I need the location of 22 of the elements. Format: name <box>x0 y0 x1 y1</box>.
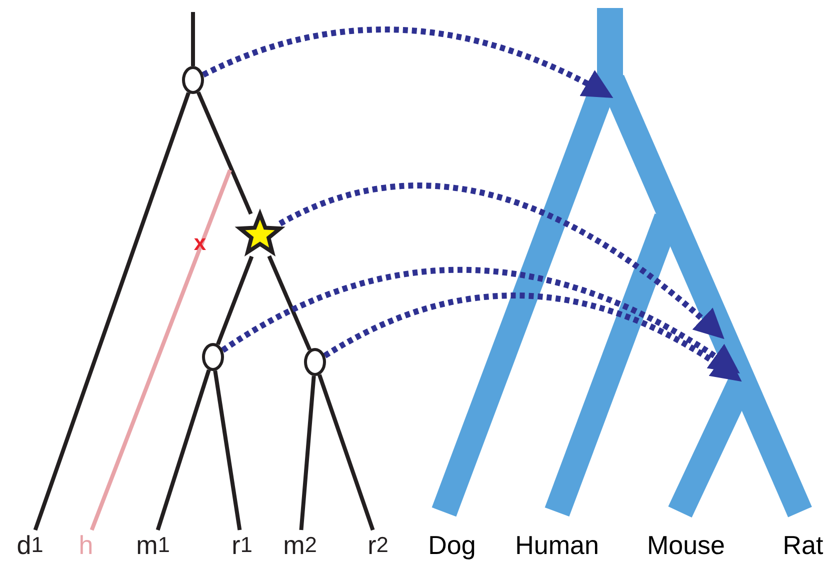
speciation-circle <box>304 348 326 376</box>
tree-branch <box>267 255 312 351</box>
speciation-circle <box>202 343 224 371</box>
tree-branch <box>318 374 375 531</box>
dotted-arrow <box>221 267 740 374</box>
branch-line <box>90 169 232 531</box>
species-label: Mouse <box>646 530 726 560</box>
species-label: Dog <box>428 530 476 560</box>
dotted-arrow <box>202 26 614 98</box>
species-label: Human <box>515 530 599 560</box>
speciation-circle <box>182 66 204 94</box>
branch-line <box>191 12 195 66</box>
tree-branch <box>213 370 242 530</box>
dotted-arrow <box>278 182 724 339</box>
leaf-label: h <box>76 530 96 560</box>
tree-branch <box>216 256 254 346</box>
loss-mark: x <box>194 229 206 257</box>
tree-branch <box>156 369 211 531</box>
dotted-arrow <box>323 292 742 382</box>
tree-branch <box>33 92 190 531</box>
tree-branch <box>299 376 316 530</box>
species-label: Rat <box>782 530 824 560</box>
